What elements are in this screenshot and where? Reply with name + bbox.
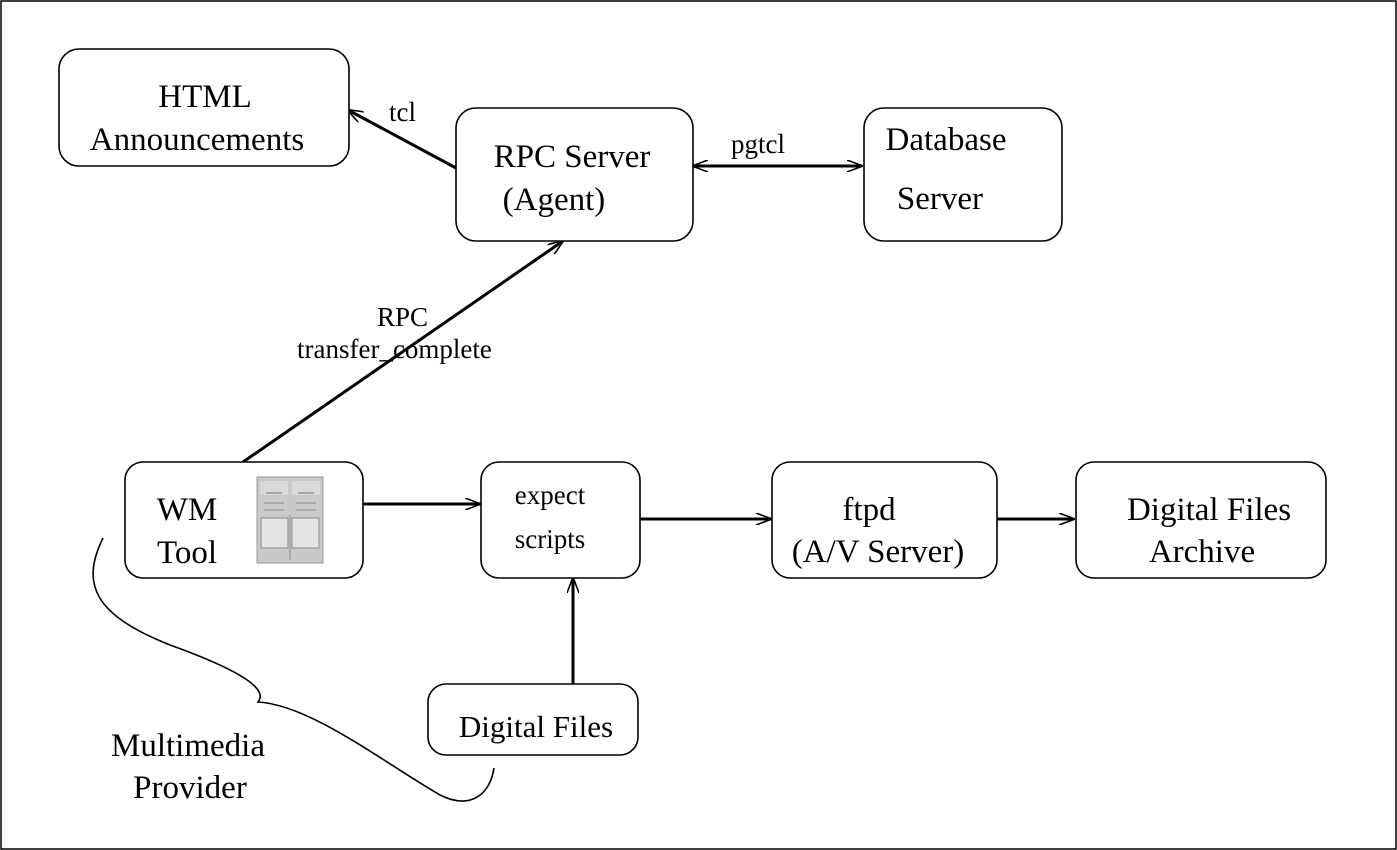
node-database-server: Database Server (863, 107, 1063, 242)
annotation-provider: Provider (133, 770, 247, 806)
node-rpc-server: RPC Server (Agent) (455, 107, 694, 242)
wm-tool-screenshot-thumbnail (256, 476, 324, 564)
annotation-multimedia: Multimedia (111, 728, 265, 764)
node-html-announcements-line2: Announcements (90, 122, 304, 158)
node-wm-tool-line1: WM (157, 492, 218, 528)
edge-rpc-to-html (348, 110, 457, 170)
edge-label-rpc: RPC (377, 302, 428, 332)
node-database-server-line2: Server (897, 181, 983, 217)
node-html-announcements-line1: HTML (158, 79, 252, 115)
node-database-server-line1: Database (886, 122, 1007, 158)
node-expect-scripts-line1: expect (515, 480, 586, 510)
node-wm-tool: WM Tool (124, 461, 364, 579)
node-rpc-server-line2: (Agent) (503, 182, 606, 218)
node-ftpd: ftpd (A/V Server) (771, 461, 998, 579)
edge-label-tcl: tcl (389, 97, 416, 127)
multimedia-provider-brace (92, 537, 495, 802)
edge-label-transfer-complete: transfer_complete (297, 334, 492, 364)
node-ftpd-line2: (A/V Server) (792, 534, 965, 570)
node-expect-scripts: expect scripts (480, 461, 641, 579)
node-expect-scripts-line2: scripts (515, 524, 586, 554)
node-digital-files-line1: Digital Files (459, 709, 613, 744)
node-rpc-server-line1: RPC Server (494, 139, 651, 175)
node-ftpd-line1: ftpd (842, 492, 896, 528)
node-digital-files-archive: Digital Files Archive (1075, 461, 1327, 579)
node-html-announcements: HTML Announcements (58, 48, 350, 167)
node-digital-files-archive-line1: Digital Files (1127, 492, 1291, 528)
node-wm-tool-line2: Tool (157, 535, 217, 571)
node-digital-files-archive-line2: Archive (1149, 534, 1255, 570)
edge-label-pgtcl: pgtcl (731, 129, 785, 159)
node-digital-files: Digital Files (427, 683, 639, 756)
edge-wm-to-rpc (242, 241, 563, 464)
